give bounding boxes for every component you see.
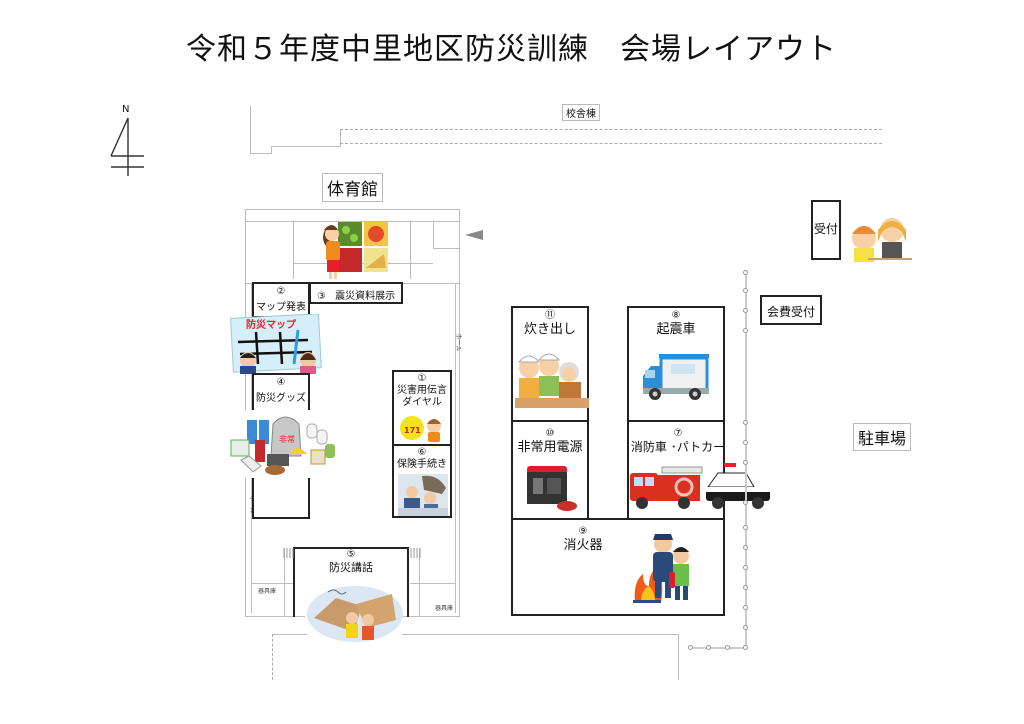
booth-6-insurance: ⑥ 保険手続き bbox=[392, 444, 452, 518]
booth-2-map-presentation: ② マップ発表 bbox=[252, 282, 310, 318]
booth-9-number: ⑨ bbox=[578, 526, 588, 537]
booth-10-label: 非常用電源 bbox=[517, 440, 583, 455]
booth-10-number: ⑩ bbox=[545, 428, 555, 439]
booth-10-emergency-power: ⑩ 非常用電源 bbox=[511, 420, 589, 520]
generator-illustration bbox=[527, 466, 577, 511]
insurance-illustration bbox=[398, 474, 448, 516]
booth-5-number: ⑤ bbox=[346, 549, 356, 560]
cooking-illustration bbox=[515, 353, 589, 408]
parking-label: 駐車場 bbox=[853, 423, 912, 451]
phone-171-illustration: 171 bbox=[400, 416, 441, 442]
booth-8-number: ⑧ bbox=[671, 310, 681, 321]
booth-4-label: 防災グッズ bbox=[256, 393, 306, 404]
booth-8-earthquake-truck: ⑧ 起震車 bbox=[627, 306, 725, 422]
side-label-right: ホール bbox=[454, 333, 462, 352]
north-arrow-icon bbox=[110, 117, 144, 176]
booth-1-label-line2: ダイヤル bbox=[402, 397, 442, 408]
dial-171-badge: 171 bbox=[404, 426, 421, 435]
exhibit-illustration bbox=[318, 220, 390, 280]
booth-11-soup-kitchen: ⑪ 炊き出し bbox=[511, 306, 589, 422]
booth-3-exhibit: ③ 震災資料展示 bbox=[309, 282, 403, 304]
stage-stairs-right bbox=[410, 548, 421, 558]
booth-9-label: 消火器 bbox=[563, 538, 603, 553]
booth-3-label: 震災資料展示 bbox=[335, 291, 396, 302]
page-title: 令和５年度中里地区防災訓練 会場レイアウト bbox=[186, 32, 837, 67]
north-label: N bbox=[122, 104, 130, 115]
fire-truck-police-car-illustration bbox=[628, 463, 774, 513]
booth-4-number: ④ bbox=[276, 377, 286, 388]
map-title: 防災マップ bbox=[246, 318, 297, 331]
storage-left-label: 器具庫 bbox=[258, 588, 277, 595]
storage-right-label: 器具庫 bbox=[435, 605, 454, 612]
fire-extinguisher-illustration bbox=[633, 534, 689, 603]
bag-text: 非常 bbox=[279, 434, 295, 444]
booth-7-number: ⑦ bbox=[673, 428, 683, 439]
booth-7-label: 消防車 ･パトカー bbox=[630, 440, 726, 454]
hazard-map-illustration: 防災マップ bbox=[228, 314, 324, 374]
booth-11-label: 炊き出し bbox=[523, 322, 576, 337]
booth-6-label: 保険手続き bbox=[397, 459, 447, 470]
booth-2-number: ② bbox=[276, 286, 286, 297]
earthquake-illustration bbox=[306, 584, 404, 642]
gym-label: 体育館 bbox=[322, 173, 383, 202]
booth-6-number: ⑥ bbox=[417, 447, 427, 458]
booth-1-disaster-message-dial: ① 災害用伝言 ダイヤル 171 bbox=[392, 370, 452, 446]
booth-1-number: ① bbox=[417, 373, 427, 384]
earthquake-truck-illustration bbox=[643, 354, 709, 400]
stage-stairs-left bbox=[283, 548, 294, 558]
fee-reception-label: 会費受付 bbox=[766, 305, 815, 319]
reception-label: 受付 bbox=[813, 222, 838, 236]
booth-1-label-line1: 災害用伝言 bbox=[397, 385, 447, 396]
reception-desk: 受付 bbox=[811, 200, 841, 260]
booth-8-label: 起震車 bbox=[656, 322, 696, 337]
north-arrow: N bbox=[108, 104, 148, 180]
arrow-left-icon bbox=[465, 230, 483, 240]
booth-3-number: ③ bbox=[317, 291, 326, 302]
school-building-label: 校舎棟 bbox=[562, 104, 600, 121]
booth-5-label: 防災講話 bbox=[329, 561, 373, 574]
booth-9-fire-extinguisher: ⑨ 消火器 bbox=[511, 518, 725, 616]
booth-2-label: マップ発表 bbox=[256, 302, 306, 313]
booth-11-number: ⑪ bbox=[545, 310, 555, 321]
reception-staff-illustration bbox=[852, 218, 912, 262]
emergency-goods-illustration: 非常 bbox=[227, 410, 337, 478]
fee-reception-desk: 会費受付 bbox=[760, 295, 822, 325]
